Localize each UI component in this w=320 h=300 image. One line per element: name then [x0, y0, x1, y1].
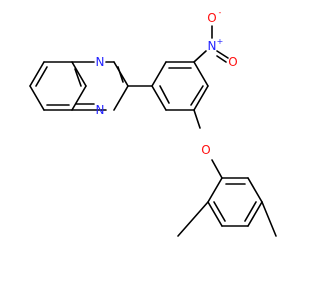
molecule-canvas: N N N + O - O O: [29, 8, 277, 237]
atom-o-ether: O: [201, 143, 210, 157]
benzo-ring: [29, 61, 87, 111]
dimethylphenyl-ring: [207, 177, 263, 227]
central-phenyl-ring: [151, 61, 209, 111]
charge-n-nitro: +: [217, 37, 224, 46]
atom-o-nitro-right: O: [228, 55, 237, 69]
methyl-groups: [177, 201, 277, 237]
pyrazine-ring: [71, 61, 129, 111]
atom-o-nitro-top: O: [207, 11, 216, 25]
atom-n-ring-bottom: N: [96, 103, 105, 117]
atom-n-nitro: N: [208, 39, 217, 53]
molecule-structure: N N N + O - O O: [29, 8, 277, 237]
ether-linkage: [193, 109, 223, 179]
atom-n-ring-top: N: [96, 55, 105, 69]
charge-o-nitro-top: -: [219, 8, 222, 17]
nitro-group: [193, 25, 229, 63]
